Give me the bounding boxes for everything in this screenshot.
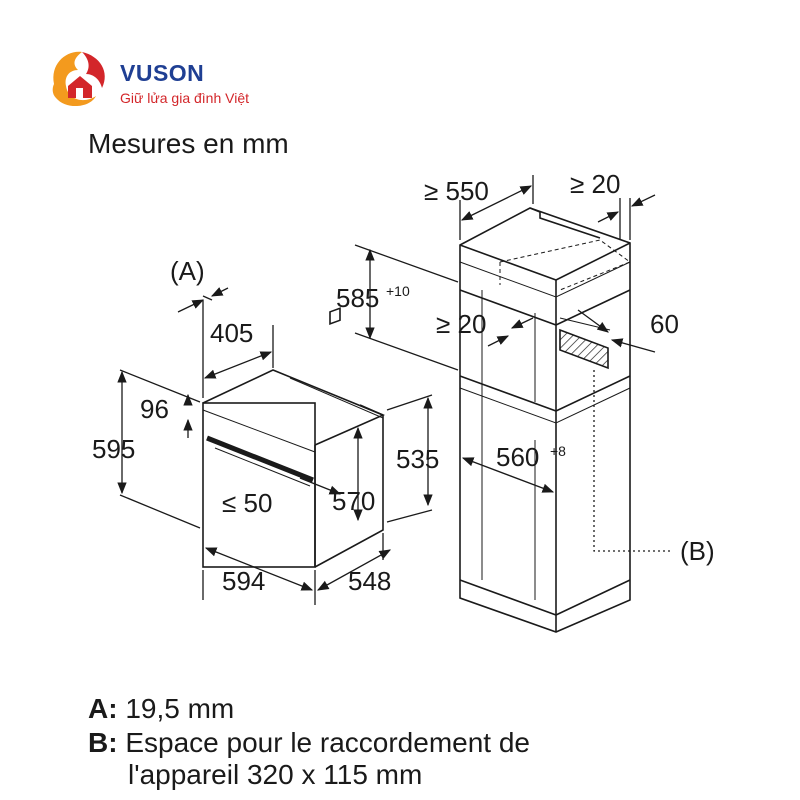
dim-96: 96 (140, 394, 169, 424)
legend-b-text-line2: l'appareil 320 x 115 mm (128, 759, 423, 790)
cabinet-labels: ≥ 550 ≥ 20 585 +10 ≥ 20 60 560 +8 (B) (336, 169, 715, 566)
dim-ge20-top: ≥ 20 (570, 169, 620, 199)
legend-b-key: B: (88, 727, 118, 758)
legend-a-text: 19,5 mm (125, 693, 235, 724)
brand-name: VUSON (120, 60, 205, 86)
legend-a: A: 19,5 mm (88, 694, 234, 724)
dim-ge20-mid: ≥ 20 (436, 309, 486, 339)
units-caption: Mesures en mm (88, 128, 289, 159)
dim-594: 594 (222, 566, 265, 596)
dim-560-tolerance: +8 (550, 443, 566, 459)
legend-b-line2: l'appareil 320 x 115 mm (128, 760, 422, 790)
oven-drawing (202, 307, 386, 568)
oven-dimensions (117, 287, 433, 605)
legend-b: B: Espace pour le raccordement de (88, 728, 530, 758)
dim-560: 560 (496, 442, 539, 472)
cabinet-drawing (459, 207, 632, 633)
dim-ge550: ≥ 550 (424, 176, 489, 206)
dim-405: 405 (210, 318, 253, 348)
dim-585-tolerance: +10 (386, 283, 410, 299)
dim-535: 535 (396, 444, 439, 474)
legend-a-key: A: (88, 693, 118, 724)
dim-570: 570 (332, 486, 375, 516)
dim-60: 60 (650, 309, 679, 339)
cabinet-dimensions (354, 175, 672, 552)
brand-tagline: Giữ lửa gia đình Việt (120, 90, 250, 106)
marker-b: (B) (680, 536, 715, 566)
dim-548: 548 (348, 566, 391, 596)
oven-labels: (A) 405 96 595 ≤ 50 570 535 594 548 (92, 256, 439, 596)
marker-a: (A) (170, 256, 205, 286)
dim-le50: ≤ 50 (222, 488, 272, 518)
dim-595: 595 (92, 434, 135, 464)
brand-logo: VUSON Giữ lửa gia đình Việt (44, 44, 304, 114)
dim-585: 585 (336, 283, 379, 313)
legend-b-text-line1: Espace pour le raccordement de (125, 727, 531, 758)
home-flame-logo-icon (52, 51, 105, 107)
